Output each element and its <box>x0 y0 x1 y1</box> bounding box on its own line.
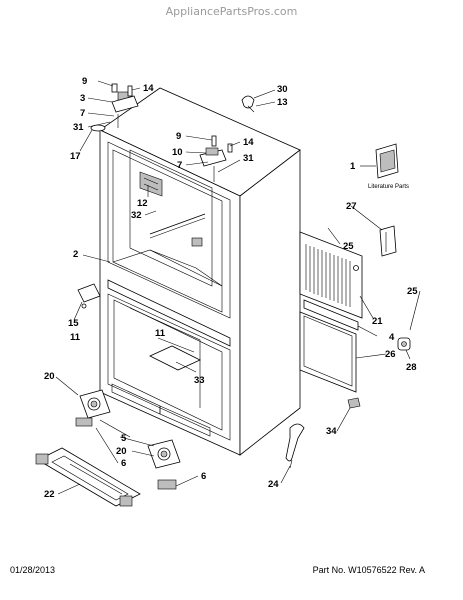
rear-access-cover <box>299 231 363 319</box>
callout-20-lower: 20 <box>116 446 127 457</box>
literature-parts-label: Literature Parts <box>368 184 409 190</box>
callout-26: 26 <box>385 349 396 360</box>
callout-6-right: 6 <box>201 471 206 482</box>
callout-10: 10 <box>172 147 183 158</box>
watermark: AppliancePartsPros.com <box>165 5 298 18</box>
callout-34: 34 <box>326 426 337 437</box>
callout-15: 15 <box>68 318 79 329</box>
callout-28: 28 <box>406 362 417 373</box>
left-top-hinge <box>90 83 139 132</box>
callout-24: 24 <box>268 479 279 490</box>
callout-31-left: 31 <box>73 122 84 133</box>
footer-part-number: Part No. W10576522 Rev. A <box>312 565 425 575</box>
callout-25-cover: 25 <box>343 241 354 252</box>
callout-labels: 9 14 3 7 31 17 30 13 9 14 10 7 31 1 12 3… <box>44 76 418 500</box>
lower-left-hinge <box>75 389 111 427</box>
callout-11-left: 11 <box>70 332 81 343</box>
literature-parts <box>368 143 399 179</box>
callout-32: 32 <box>131 210 142 221</box>
callout-5: 5 <box>121 433 127 444</box>
callout-13: 13 <box>277 97 288 108</box>
base-grille-22 <box>35 447 141 507</box>
callout-9-right: 9 <box>176 131 181 142</box>
bracket-27 <box>379 225 397 257</box>
callout-20-upper: 20 <box>44 371 55 382</box>
footer-date: 01/28/2013 <box>10 565 56 575</box>
wrench-24 <box>285 423 305 469</box>
callout-21: 21 <box>372 316 383 327</box>
callout-31-right: 31 <box>243 153 254 164</box>
clip-34 <box>347 397 361 409</box>
strip-4 <box>303 299 359 331</box>
toe-grille-26 <box>299 311 357 393</box>
bracket-15 <box>77 283 101 309</box>
callout-12: 12 <box>137 198 148 209</box>
leader-lines <box>55 80 421 495</box>
callout-2: 2 <box>73 249 78 260</box>
clip-28 <box>397 337 411 351</box>
callout-27: 27 <box>346 201 357 212</box>
callout-30: 30 <box>277 84 288 95</box>
callout-4: 4 <box>389 332 395 343</box>
callout-7-right: 7 <box>177 160 182 171</box>
callout-7-left: 7 <box>80 108 85 119</box>
callout-25-clip: 25 <box>407 286 418 297</box>
callout-14-right: 14 <box>243 137 254 148</box>
lower-right-hinge <box>147 439 181 490</box>
callout-14-left: 14 <box>143 83 154 94</box>
callout-1: 1 <box>350 161 356 172</box>
callout-33: 33 <box>194 375 205 386</box>
callout-11-mid: 11 <box>155 328 166 339</box>
callout-9-left: 9 <box>82 76 87 87</box>
callout-6-left: 6 <box>121 458 126 469</box>
callout-3: 3 <box>80 93 85 104</box>
callout-17: 17 <box>70 151 81 162</box>
door-hinge-pin <box>241 95 255 113</box>
callout-22: 22 <box>44 489 55 500</box>
cabinet <box>99 87 301 456</box>
